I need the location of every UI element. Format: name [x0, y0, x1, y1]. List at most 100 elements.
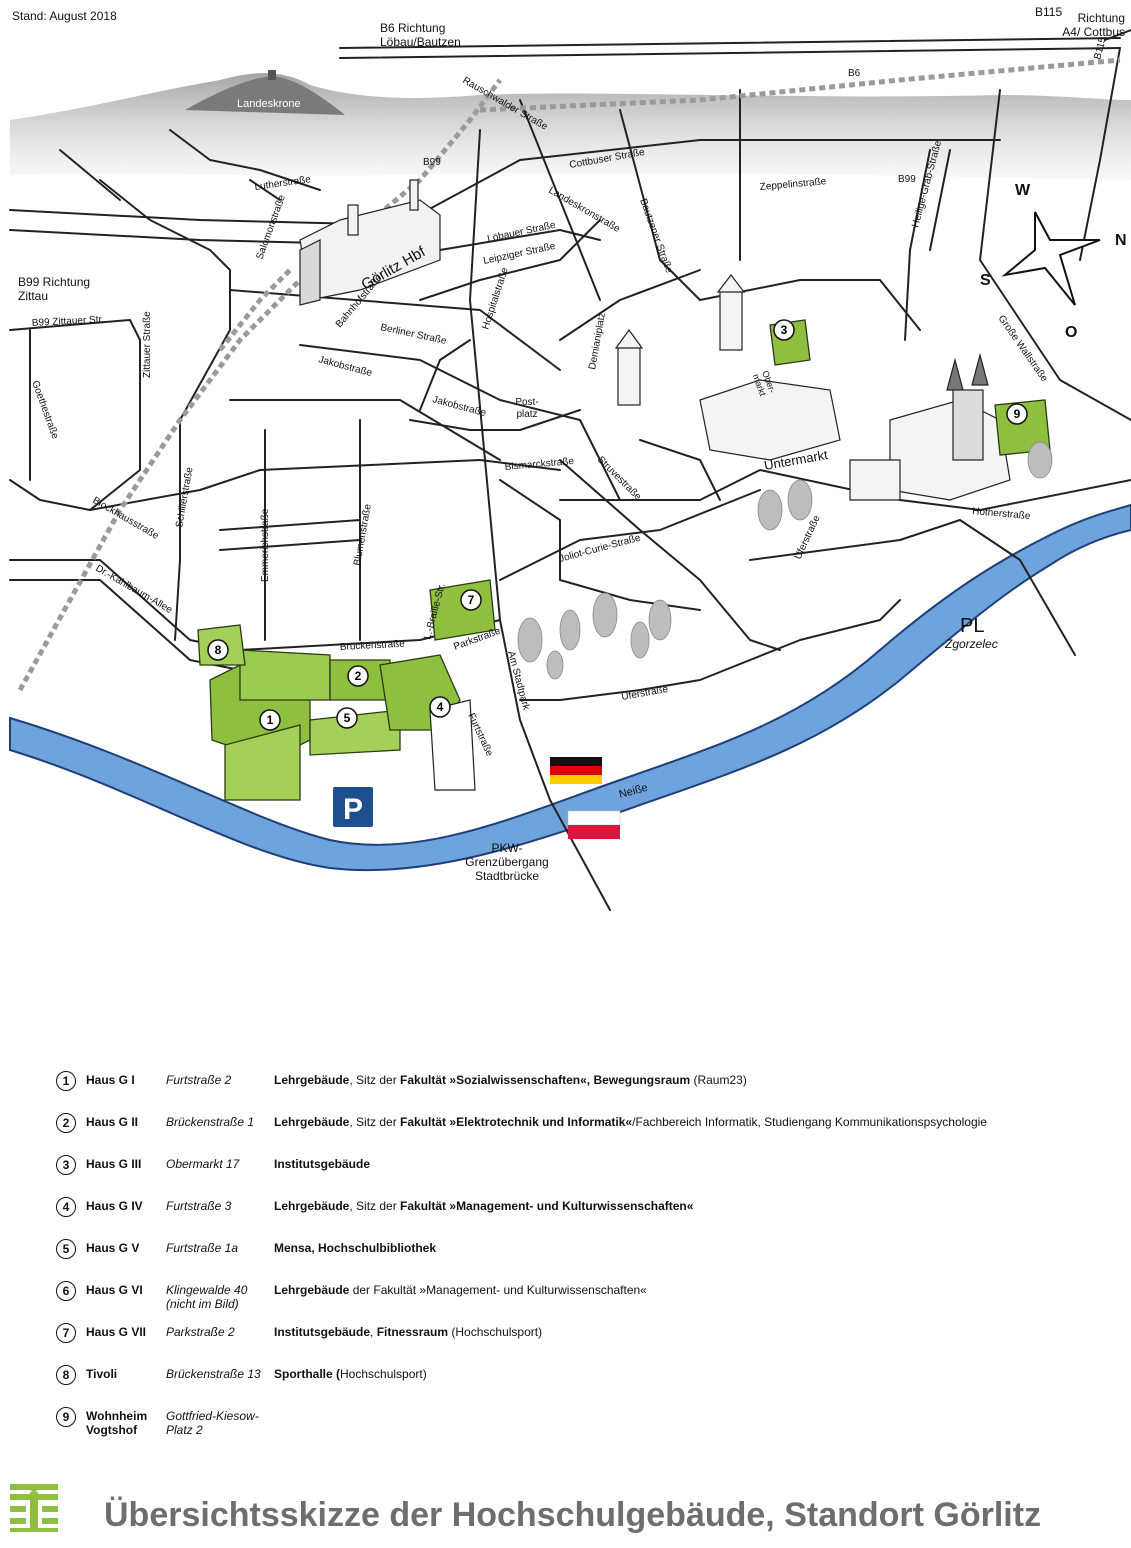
landeskrone-peak: [185, 76, 345, 115]
legend-number: 7: [56, 1323, 76, 1343]
street-label: Hotherstraße: [972, 506, 1032, 522]
legend-description: Mensa, Hochschulbibliothek: [274, 1241, 1114, 1255]
compass-o: O: [1065, 324, 1077, 341]
street-label: Salomonstraße: [254, 193, 288, 261]
compass-w: W: [1015, 182, 1031, 199]
legend-building-name: Haus G III: [86, 1157, 142, 1171]
svg-text:9: 9: [1014, 407, 1021, 421]
street-label: Löbauer Straße: [486, 220, 557, 245]
description-text: /Fachbereich Informatik, Studiengang Kom…: [632, 1115, 987, 1129]
svg-text:5: 5: [344, 711, 351, 725]
svg-text:7: 7: [468, 593, 475, 607]
b6-road-label: B6: [848, 68, 861, 79]
legend-number: 1: [56, 1071, 76, 1091]
old-town-landmarks: [614, 274, 1011, 501]
description-bold: Lehrgebäude: [274, 1115, 350, 1129]
street-label: Bismarckstraße: [504, 456, 575, 473]
legend-number: 6: [56, 1281, 76, 1301]
city-map: 1 2 3 4 5 7 8 9 P Stand: August 2018 B11…: [9, 5, 1131, 911]
street-label: Jakobstraße: [317, 354, 373, 379]
description-text: , Sitz der: [349, 1115, 401, 1129]
legend-address: Furtstraße 3: [166, 1199, 232, 1213]
legend-number: 8: [56, 1365, 76, 1385]
marker-7: 7: [460, 589, 482, 611]
legend-building-name: Tivoli: [86, 1367, 118, 1381]
park-trees: [517, 441, 1053, 680]
legend-number: 9: [56, 1407, 76, 1427]
compass-rose: [1001, 211, 1101, 306]
legend-building-name: Haus G VI: [86, 1283, 143, 1297]
legend-address: Furtstraße 2: [166, 1073, 232, 1087]
legend-address: Brückenstraße 13: [166, 1367, 261, 1381]
description-bold: Fitnessraum: [376, 1325, 449, 1339]
street-label: Emmerichstraße: [260, 508, 271, 582]
svg-text:4: 4: [437, 700, 444, 714]
description-text: , Sitz der: [349, 1073, 401, 1087]
street-label: Dr.-Kahlbaum-Allee: [94, 563, 175, 616]
postplatz-label: Post-platz: [515, 397, 538, 420]
marker-5: 5: [336, 707, 358, 729]
legend-building-name: Haus G V: [86, 1241, 140, 1255]
legend-description: Lehrgebäude, Sitz der Fakultät »Sozialwi…: [274, 1073, 1114, 1087]
neighbor-building: [429, 699, 476, 791]
legend-description: Lehrgebäude, Sitz der Fakultät »Manageme…: [274, 1199, 1114, 1213]
legend-description: Sporthalle (Hochschulsport): [274, 1367, 1114, 1381]
marker-1: 1: [259, 709, 281, 731]
landeskrone-label: Landeskrone: [237, 98, 301, 110]
description-bold: Lehrgebäude: [274, 1199, 350, 1213]
street-label: Zittauer Straße: [142, 311, 153, 378]
street-label: Goethestraße: [29, 379, 60, 441]
svg-text:3: 3: [781, 323, 788, 337]
street-label: Blumenstraße: [352, 503, 374, 567]
legend-address: Brückenstraße 1: [166, 1115, 255, 1129]
street-label: Schillerstraße: [174, 466, 196, 529]
legend-address: Gottfried-Kiesow-Platz 2: [166, 1409, 259, 1437]
legend-number: 3: [56, 1155, 76, 1175]
street-label: Uferstraße: [793, 513, 823, 561]
legend-building-name: Haus G II: [86, 1115, 139, 1129]
legend-address: Parkstraße 2: [166, 1325, 235, 1339]
description-bold: Institutsgebäude: [274, 1157, 371, 1171]
marker-8: 8: [207, 639, 229, 661]
date-note: Stand: August 2018: [12, 9, 117, 23]
street-label: Landeskronstraße: [547, 185, 623, 235]
b115-header: B115: [1035, 5, 1062, 19]
description-text: der Fakultät »Management- und Kulturwiss…: [349, 1283, 647, 1297]
legend-building-name: Haus G VII: [86, 1325, 147, 1339]
description-text: Hochschulsport): [340, 1367, 427, 1381]
legend-number: 4: [56, 1197, 76, 1217]
description-bold: Fakultät »Sozialwissenschaften«, Bewegun…: [400, 1073, 691, 1087]
polish-flag: [567, 810, 621, 839]
compass-n: N: [1115, 232, 1127, 249]
legend-address: Furtstraße 1a: [166, 1241, 239, 1255]
description-text: , Sitz der: [349, 1199, 401, 1213]
description-bold: Institutsgebäude: [274, 1325, 371, 1339]
zgorzelec-label: Zgorzelec: [944, 637, 998, 651]
description-text: (Raum23): [690, 1073, 747, 1087]
marker-4: 4: [429, 696, 451, 718]
svg-text:8: 8: [215, 643, 222, 657]
street-label: Uferstraße: [621, 684, 670, 703]
street-label: Berliner Straße: [379, 322, 447, 347]
page-title: Übersichtsskizze der Hochschulgebäude, S…: [104, 1496, 1042, 1534]
street-label: Zeppelinstraße: [759, 176, 827, 193]
legend-row: 8 Tivoli Brückenstraße 13 Sporthalle (Hochs…: [52, 1360, 1112, 1402]
legend-row: 7 Haus G VII Parkstraße 2 Institutsgebäude,…: [52, 1318, 1112, 1360]
description-bold: Sporthalle (: [274, 1367, 341, 1381]
railway-main: [17, 78, 502, 692]
description-bold: Mensa, Hochschulbibliothek: [274, 1241, 437, 1255]
legend-description: Lehrgebäude, Sitz der Fakultät »Elektrot…: [274, 1115, 1114, 1129]
description-text: ,: [370, 1325, 377, 1339]
marker-2: 2: [347, 665, 369, 687]
description-bold: Fakultät »Elektrotechnik und Informatik«: [400, 1115, 633, 1129]
street-label: Brückenstraße: [340, 639, 406, 653]
b99-road-label: B99: [423, 157, 441, 168]
